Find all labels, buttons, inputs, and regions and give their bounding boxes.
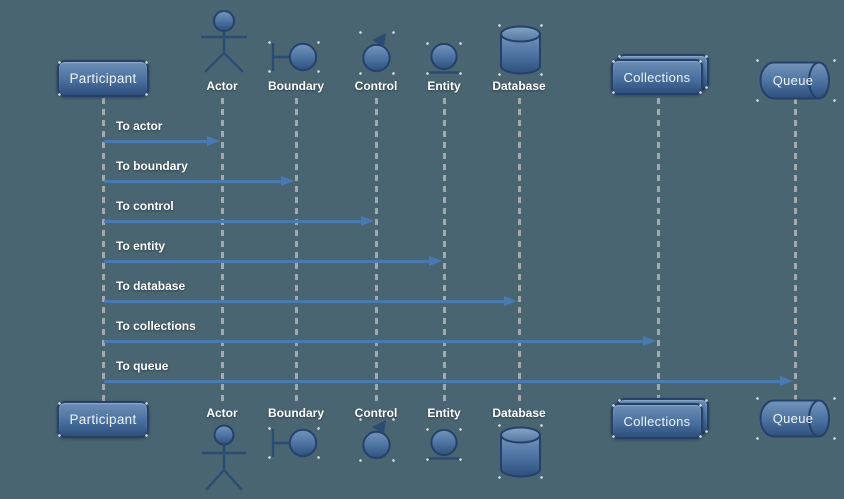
participant-box-top[interactable]: Participant — [57, 60, 149, 97]
control-shape-bottom[interactable] — [358, 417, 396, 463]
lifeline-participant — [101, 98, 105, 402]
control-icon — [362, 420, 391, 460]
boundary-icon — [271, 428, 318, 458]
actor-stick-figure-icon — [202, 424, 246, 491]
control-label-top: Control — [354, 79, 398, 93]
control-label-bottom: Control — [354, 406, 398, 420]
participant-box-bottom[interactable]: Participant — [57, 401, 149, 438]
message-arrow-line[interactable] — [104, 299, 504, 303]
lifeline-entity — [442, 98, 446, 402]
lifeline-database — [517, 98, 521, 402]
entity-icon — [428, 429, 460, 460]
queue-label-bottom: Queue — [772, 411, 814, 426]
message-arrow-line[interactable] — [104, 139, 207, 143]
entity-label-bottom: Entity — [427, 406, 461, 420]
message-arrow-line[interactable] — [104, 259, 429, 263]
control-icon — [362, 33, 391, 73]
lifeline-collections — [656, 98, 660, 402]
entity-icon — [428, 43, 460, 74]
collections-box-top[interactable]: Collections — [611, 59, 703, 95]
database-label-top: Database — [492, 79, 546, 93]
entity-label-top: Entity — [427, 79, 461, 93]
boundary-label-top: Boundary — [267, 79, 325, 93]
message-arrow-line[interactable] — [104, 179, 281, 183]
actor-figure-top[interactable] — [198, 6, 250, 76]
collections-label-top: Collections — [623, 69, 691, 85]
message-arrow-line[interactable] — [104, 339, 643, 343]
message-arrowhead — [281, 175, 294, 186]
boundary-icon — [271, 42, 318, 72]
message-label: To queue — [116, 359, 169, 373]
participant-label-top: Participant — [69, 71, 137, 86]
queue-label-top: Queue — [772, 73, 814, 88]
message-label: To actor — [116, 119, 163, 133]
boundary-shape-top[interactable] — [267, 40, 321, 74]
message-label: To collections — [116, 319, 196, 333]
message-arrowhead — [643, 335, 656, 346]
message-arrowhead — [780, 375, 793, 386]
message-label: To control — [116, 199, 174, 213]
database-cylinder-icon — [500, 25, 541, 75]
lifeline-control — [374, 98, 378, 402]
entity-shape-top[interactable] — [425, 41, 463, 76]
participant-label-bottom: Participant — [69, 412, 137, 427]
actor-stick-figure-icon — [201, 10, 247, 73]
collections-label-bottom: Collections — [623, 413, 691, 429]
actor-label-bottom: Actor — [206, 406, 238, 420]
message-label: To database — [116, 279, 186, 293]
message-arrowhead — [207, 135, 220, 146]
message-arrow-line[interactable] — [104, 219, 361, 223]
message-label: To entity — [116, 239, 166, 253]
boundary-label-bottom: Boundary — [267, 406, 325, 420]
actor-figure-bottom[interactable] — [198, 424, 250, 492]
database-label-bottom: Database — [492, 406, 546, 420]
collections-box-bottom[interactable]: Collections — [611, 403, 703, 439]
entity-shape-bottom[interactable] — [425, 427, 463, 462]
message-label: To boundary — [116, 159, 188, 173]
message-arrowhead — [504, 295, 517, 306]
boundary-shape-bottom[interactable] — [267, 426, 321, 460]
control-shape-top[interactable] — [358, 30, 396, 76]
database-shape-top[interactable] — [497, 23, 544, 77]
database-cylinder-icon — [500, 426, 541, 478]
message-arrowhead — [361, 215, 374, 226]
actor-label-top: Actor — [206, 79, 238, 93]
database-shape-bottom[interactable] — [497, 423, 544, 480]
lifeline-queue — [793, 98, 797, 402]
lifeline-boundary — [294, 98, 298, 402]
message-arrow-line[interactable] — [104, 379, 780, 383]
message-arrowhead — [429, 255, 442, 266]
lifeline-actor — [220, 98, 224, 402]
